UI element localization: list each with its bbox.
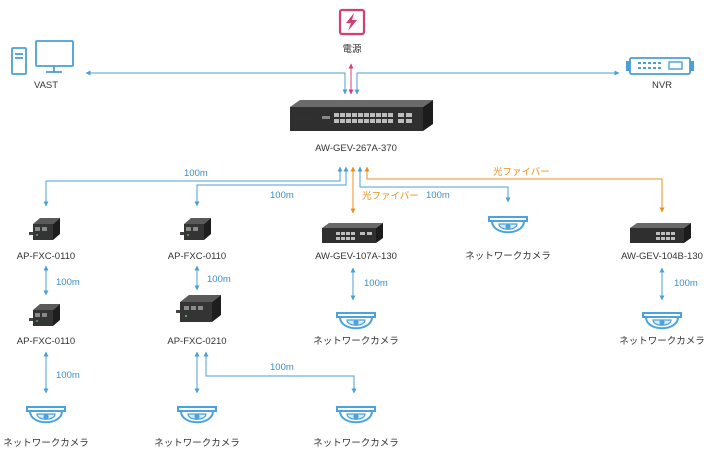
desktop-computer-icon: [11, 40, 74, 75]
switch-104b-label: AW-GEV-104B-130: [621, 251, 703, 262]
camera-fxc1-label: ネットワークカメラ: [3, 438, 89, 449]
camera-direct-node: ネットワークカメラ: [465, 216, 551, 262]
fiber-core-107a: 光ファイバー: [362, 190, 419, 202]
dome-camera-icon: [336, 406, 376, 424]
fxc1-top-node: AP-FXC-0110: [17, 218, 75, 262]
vast-link: [85, 70, 348, 95]
fxc1-top-label: AP-FXC-0110: [17, 251, 75, 262]
link-core-104b: [364, 166, 665, 213]
fxc2-top-node: AP-FXC-0110: [168, 218, 226, 262]
switch-107a-label: AW-GEV-107A-130: [315, 251, 397, 262]
fxc1-bottom-node: AP-FXC-0110: [17, 304, 75, 347]
fxc1-bottom-label: AP-FXC-0110: [17, 336, 75, 347]
fxc2-top-label: AP-FXC-0110: [168, 251, 226, 262]
svg-text:VIVOTEK: VIVOTEK: [633, 231, 649, 235]
dome-camera-icon: [177, 406, 217, 424]
camera-fxc2-b-label: ネットワークカメラ: [313, 438, 399, 449]
switch-icon: [322, 223, 383, 243]
len-fxc2-chain: 100m: [207, 274, 231, 285]
nvr-node: NVR: [626, 57, 694, 91]
lightning-icon: [338, 8, 366, 36]
switch-icon: VIVOTEK: [630, 223, 691, 243]
camera-107a-node: ネットワークカメラ: [313, 312, 399, 347]
vast-node: VAST: [11, 40, 74, 91]
converter-icon: [29, 304, 60, 326]
nvr-label: NVR: [652, 80, 672, 91]
len-core-camera: 100m: [426, 190, 450, 201]
dome-camera-icon: [336, 312, 376, 330]
dome-camera-icon: [642, 312, 682, 330]
camera-direct-label: ネットワークカメラ: [465, 251, 551, 262]
len-core-fxc1: 100m: [184, 168, 208, 179]
nvr-icon: [626, 57, 694, 75]
switch-104b-node: VIVOTEK AW-GEV-104B-130: [621, 223, 703, 262]
fxc2-bottom-node: AP-FXC-0210: [167, 295, 227, 347]
len-107a-camera: 100m: [364, 278, 388, 289]
switch-icon: VIVOTEK: [290, 100, 433, 131]
dome-camera-icon: [488, 216, 528, 234]
converter-icon: [176, 295, 221, 322]
fiber-core-104b: 光ファイバー: [493, 166, 550, 178]
link-fxc2-camera-b: [203, 351, 357, 394]
switch-107a-node: AW-GEV-107A-130: [315, 223, 397, 262]
len-104b-camera: 100m: [674, 278, 698, 289]
power-node: 電源: [338, 8, 366, 55]
len-core-fxc2: 100m: [270, 190, 294, 201]
vast-label: VAST: [34, 80, 58, 91]
camera-107a-label: ネットワークカメラ: [313, 336, 399, 347]
core-switch-label: AW-GEV-267A-370: [315, 143, 397, 154]
converter-icon: [180, 218, 211, 240]
svg-text:VIVOTEK: VIVOTEK: [296, 117, 318, 123]
link-core-fxc2: [194, 166, 349, 207]
nvr-link: [354, 70, 620, 95]
len-fxc1-chain: 100m: [56, 277, 80, 288]
dome-camera-icon: [26, 406, 66, 424]
len-fxc2-camera-b: 100m: [270, 362, 294, 373]
fxc2-bottom-label: AP-FXC-0210: [167, 336, 226, 347]
camera-fxc2-a-node: ネットワークカメラ: [154, 406, 240, 449]
core-switch-node: VIVOTEK AW-GEV-267A-370: [290, 100, 433, 154]
power-label: 電源: [342, 44, 362, 55]
camera-104b-label: ネットワークカメラ: [619, 336, 705, 347]
camera-fxc2-b-node: ネットワークカメラ: [313, 406, 399, 449]
converter-icon: [29, 218, 60, 240]
camera-fxc1-node: ネットワークカメラ: [3, 406, 89, 449]
len-fxc1-camera: 100m: [56, 370, 80, 381]
camera-fxc2-a-label: ネットワークカメラ: [154, 438, 240, 449]
camera-104b-node: ネットワークカメラ: [619, 312, 705, 347]
